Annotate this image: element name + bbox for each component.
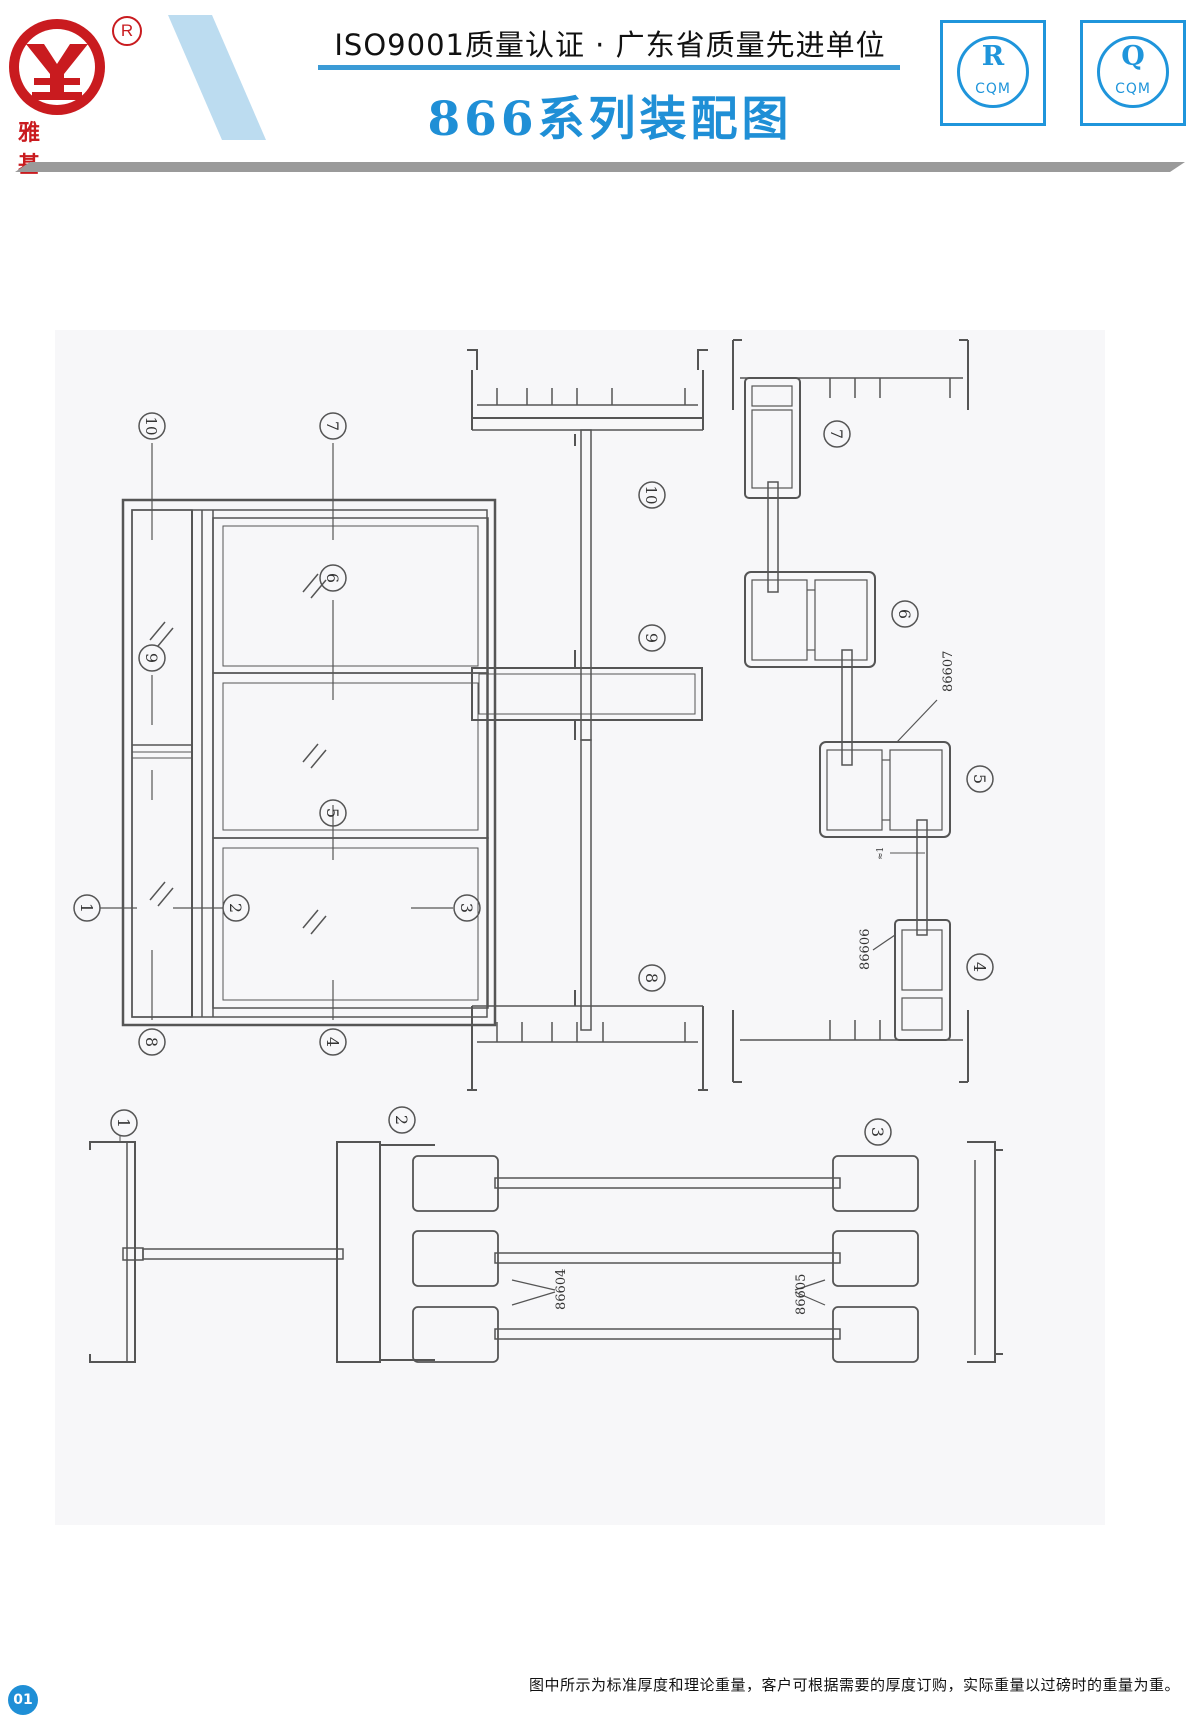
callout-label: 7 <box>323 421 342 431</box>
callout-label: 3 <box>457 903 476 913</box>
page-number: 01 <box>8 1685 38 1715</box>
footer-note: 图中所示为标准厚度和理论重量，客户可根据需要的厚度订购，实际重量以过磅时的重量为… <box>528 1676 1180 1694</box>
callout-7-stack: 7 <box>823 420 851 448</box>
callout-label: 5 <box>970 774 989 784</box>
cqm-r-badge: R CQM <box>940 20 1046 126</box>
registered-mark: R <box>112 16 142 46</box>
callout-10-section: 10 <box>638 481 666 509</box>
callout-8-section: 8 <box>638 964 666 992</box>
badge-ring <box>957 36 1029 108</box>
callout-label: 10 <box>642 485 660 504</box>
callout-label: 2 <box>392 1115 411 1125</box>
assembly-drawing: 10 7 6 9 5 1 2 3 <box>73 339 1003 1363</box>
callout-1-elevation: 1 <box>73 894 101 922</box>
horizontal-section <box>89 1135 1003 1363</box>
part-codes: 86607 86606 86604 86605 ≈1 <box>554 651 956 1315</box>
page-title: 866系列装配图 <box>427 92 793 147</box>
callout-1-plan: 1 <box>110 1109 138 1137</box>
company-logo <box>4 12 114 127</box>
callout-9-section: 9 <box>638 624 666 652</box>
callout-label: 6 <box>323 573 342 583</box>
decorative-slash <box>150 15 280 140</box>
callout-label: 6 <box>895 609 914 619</box>
callout-10-elevation: 10 <box>138 412 166 440</box>
callout-label: 1 <box>77 903 96 913</box>
callout-label: 1 <box>114 1118 133 1128</box>
callout-label: 8 <box>142 1037 161 1047</box>
callout-4-stack: 4 <box>966 953 994 981</box>
callout-label: 3 <box>868 1127 887 1137</box>
callout-4-elevation: 4 <box>319 1028 347 1056</box>
callout-2-elevation: 2 <box>222 894 250 922</box>
part-code-86607: 86607 <box>941 651 956 692</box>
window-elevation <box>100 443 497 1027</box>
part-code-86605: 86605 <box>794 1274 809 1315</box>
cqm-q-badge: Q CQM <box>1080 20 1186 126</box>
badge-sub: CQM <box>1115 81 1151 97</box>
callout-2-plan: 2 <box>388 1106 416 1134</box>
part-code-86604: 86604 <box>554 1269 569 1310</box>
drawing-background <box>55 330 1105 1525</box>
dimension-mark: ≈1 <box>876 847 886 860</box>
callout-8-elevation: 8 <box>138 1028 166 1056</box>
vertical-section <box>467 349 708 1091</box>
callout-label: 9 <box>642 633 661 643</box>
callout-6-elevation: 6 <box>319 564 347 592</box>
callout-7-elevation: 7 <box>319 412 347 440</box>
part-code-86606: 86606 <box>858 929 873 970</box>
callout-label: 8 <box>642 973 661 983</box>
callouts: 10 7 6 9 5 1 2 3 <box>73 412 994 1146</box>
callout-3-elevation: 3 <box>453 894 481 922</box>
header-divider-bar <box>0 150 1200 180</box>
badge-letter: Q <box>1121 41 1145 72</box>
callout-3-plan: 3 <box>864 1118 892 1146</box>
callout-5-stack: 5 <box>966 765 994 793</box>
callout-label: 10 <box>142 416 160 435</box>
badge-letter: R <box>981 41 1005 72</box>
callout-label: 4 <box>970 962 989 972</box>
callout-9-elevation: 9 <box>138 644 166 672</box>
sash-stack-section <box>732 339 969 1083</box>
callout-label: 2 <box>226 903 245 913</box>
certification-line: ISO9001质量认证 · 广东省质量先进单位 <box>334 28 886 62</box>
callout-label: 4 <box>323 1037 342 1047</box>
badge-sub: CQM <box>975 81 1011 97</box>
callout-label: 7 <box>827 429 846 439</box>
badge-ring <box>1097 36 1169 108</box>
title-underline <box>318 65 900 70</box>
callout-6-stack: 6 <box>891 600 919 628</box>
callout-5-elevation: 5 <box>319 799 347 827</box>
callout-label: 9 <box>142 653 161 663</box>
callout-label: 5 <box>323 808 342 818</box>
